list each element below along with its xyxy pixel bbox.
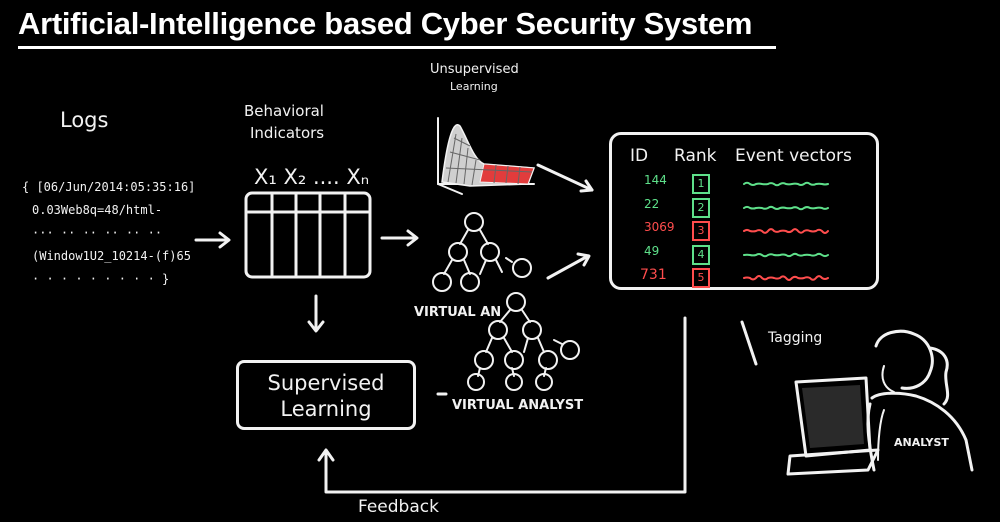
log-line: 0.03Web8q=48/html- xyxy=(32,203,163,217)
virtual-analyst-label-2: VIRTUAL ANALYST xyxy=(452,398,584,413)
analyst-illustration xyxy=(786,329,974,476)
unsupervised-label-2: Learning xyxy=(450,80,498,93)
log-line: · · · · · · · · · } xyxy=(32,272,170,286)
ranking-panel xyxy=(609,132,879,290)
log-line: { [06/Jun/2014:05:35:16] xyxy=(22,180,196,194)
arrow-matrix-to-supervised xyxy=(307,294,325,333)
unsupervised-label-1: Unsupervised xyxy=(430,62,519,77)
supervised-learning-box: Supervised Learning xyxy=(236,360,416,430)
title-underline xyxy=(18,46,776,49)
event-vector-waveform xyxy=(743,275,829,281)
header-id: ID xyxy=(630,146,649,166)
diagram-title: Artificial-Intelligence based Cyber Secu… xyxy=(18,6,753,41)
tagging-line xyxy=(740,320,758,366)
arrow-unsupervised-to-panel xyxy=(536,163,594,193)
arrow-tree-to-panel xyxy=(546,252,591,280)
event-vector-waveform xyxy=(743,205,829,210)
row-rank: 3 xyxy=(692,221,710,241)
supervised-label-2: Learning xyxy=(280,397,372,421)
row-rank: 4 xyxy=(692,244,710,265)
header-event-vectors: Event vectors xyxy=(735,146,852,166)
tagging-label: Tagging xyxy=(768,330,823,346)
log-line: ··· ·· ·· ·· ·· ·· xyxy=(32,226,163,240)
feature-columns-label: X₁ X₂ .... Xₙ xyxy=(254,165,370,189)
log-line: (Window1U2_10214-(f)65 xyxy=(32,249,191,263)
logs-label: Logs xyxy=(60,108,109,132)
log-lines: { [06/Jun/2014:05:35:16] 0.03Web8q=48/ht… xyxy=(22,176,195,291)
row-id: 3069 xyxy=(644,220,675,234)
feature-matrix xyxy=(244,191,372,279)
arrow-logs-to-matrix xyxy=(194,231,231,249)
event-vector-waveform xyxy=(743,252,829,257)
row-id: 49 xyxy=(644,243,660,258)
supervised-label-1: Supervised xyxy=(267,371,385,395)
row-rank: 5 xyxy=(692,268,710,288)
surface-plot xyxy=(437,117,536,195)
row-id: 731 xyxy=(640,267,667,283)
virtual-analyst-label-1: VIRTUAL AN xyxy=(414,305,502,320)
decision-tree-1 xyxy=(432,212,532,292)
row-rank: 1 xyxy=(692,174,710,194)
row-id: 144 xyxy=(644,173,667,187)
behavioral-label-2: Indicators xyxy=(250,124,325,142)
event-vector-waveform xyxy=(743,228,829,234)
row-id: 22 xyxy=(644,196,660,211)
row-rank: 2 xyxy=(692,197,710,218)
analyst-label: ANALYST xyxy=(894,436,949,449)
feedback-label: Feedback xyxy=(358,497,439,517)
behavioral-label-1: Behavioral xyxy=(244,102,324,120)
header-rank: Rank xyxy=(674,146,717,166)
arrow-matrix-to-models xyxy=(380,229,419,247)
event-vector-waveform xyxy=(743,181,829,187)
decision-tree-2 xyxy=(467,292,580,391)
feedback-arrow xyxy=(317,316,687,494)
